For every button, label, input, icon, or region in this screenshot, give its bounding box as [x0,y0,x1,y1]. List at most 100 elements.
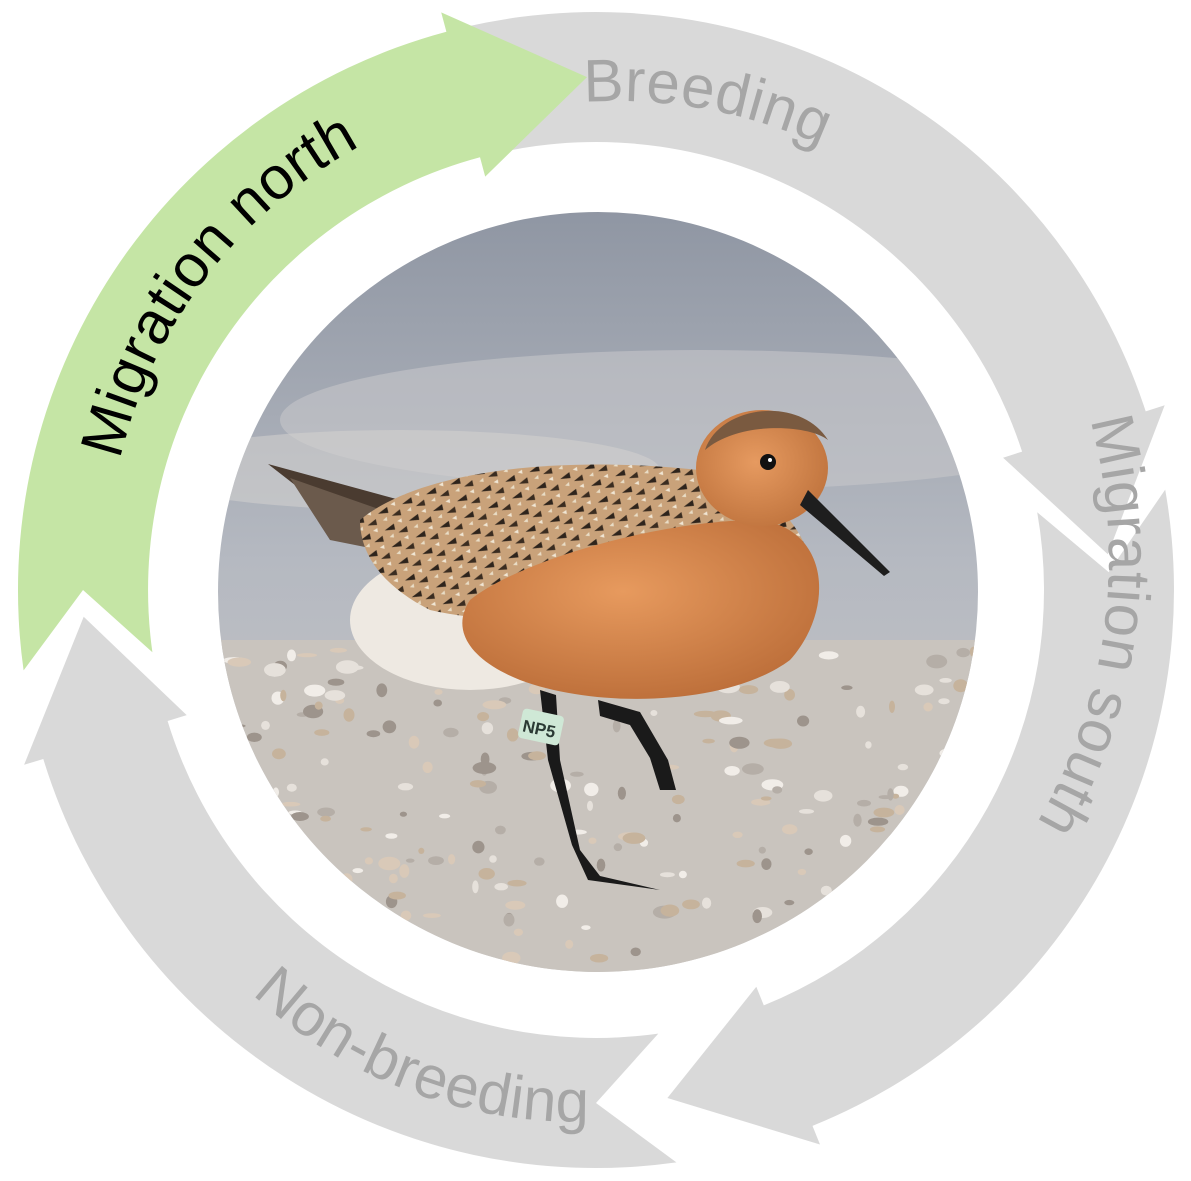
shell [261,848,282,862]
shell [400,812,407,817]
shell [505,901,525,910]
shell [280,690,286,701]
shell [473,762,497,774]
shell [940,748,962,759]
shell [682,900,700,910]
shell [912,830,936,840]
shell [757,962,772,967]
shell [673,814,681,822]
shell [328,679,345,686]
shell [614,843,622,851]
shell [320,816,331,822]
shell [399,864,409,878]
shell [895,892,902,900]
shell [920,799,942,807]
shell [226,814,240,823]
shell [443,728,458,738]
shell [584,783,598,796]
shell [905,833,920,845]
shell [273,787,279,797]
shell [365,857,373,864]
shell [396,920,404,928]
shell [281,802,301,807]
shell [570,772,584,777]
shell [764,739,788,748]
shell [755,973,772,980]
shell [489,855,497,862]
shell [895,805,905,815]
shell [287,784,297,792]
shell [898,764,908,770]
shell [798,869,806,875]
shell [761,796,772,800]
shell [761,858,771,870]
shell [613,978,624,983]
shell [948,756,962,765]
shell [737,860,755,868]
shell [304,685,325,697]
shell [870,826,885,832]
shell [401,911,412,921]
shell [383,720,397,733]
shell [752,909,762,923]
shell [398,783,413,790]
shell [428,856,444,865]
shell [729,737,749,749]
shell [694,711,717,717]
shell [702,739,714,744]
shell [216,690,228,699]
shell [956,648,970,657]
shell [206,751,218,763]
shell [347,930,358,941]
shell [261,721,270,730]
shell [890,875,909,888]
shell [428,971,448,976]
shell [528,751,546,760]
shell [552,971,561,979]
shell [814,790,833,802]
shell [439,814,450,819]
shell [941,757,960,767]
shell [344,708,355,721]
shell [507,728,519,741]
shell [463,959,476,972]
shell [841,685,852,690]
shell [477,712,489,721]
shell [415,974,429,980]
shell [406,859,415,863]
shell [923,703,932,712]
shell [819,651,839,659]
shell [590,954,608,963]
shell [330,648,347,653]
shell [385,833,397,839]
shell [534,857,545,865]
shell [856,706,865,718]
shell [597,859,606,872]
shell [448,854,455,864]
shell [299,896,320,900]
shell [782,824,797,834]
shell [297,916,319,923]
shell [207,768,224,776]
shell [342,665,364,670]
shell [341,873,352,885]
shell [742,763,764,774]
shell [650,710,657,716]
shell [804,848,812,855]
shell [874,808,895,818]
shell [733,960,742,972]
shell [660,872,675,877]
shell [317,808,335,817]
shell [974,734,981,746]
shell [434,689,442,695]
shell [482,722,493,734]
shell [879,795,892,799]
shell [587,801,593,811]
shell [495,826,506,835]
shell [228,658,252,667]
shell [853,814,861,827]
shell [812,957,820,969]
shell [828,895,835,905]
shell [852,899,870,909]
shell [857,800,871,807]
